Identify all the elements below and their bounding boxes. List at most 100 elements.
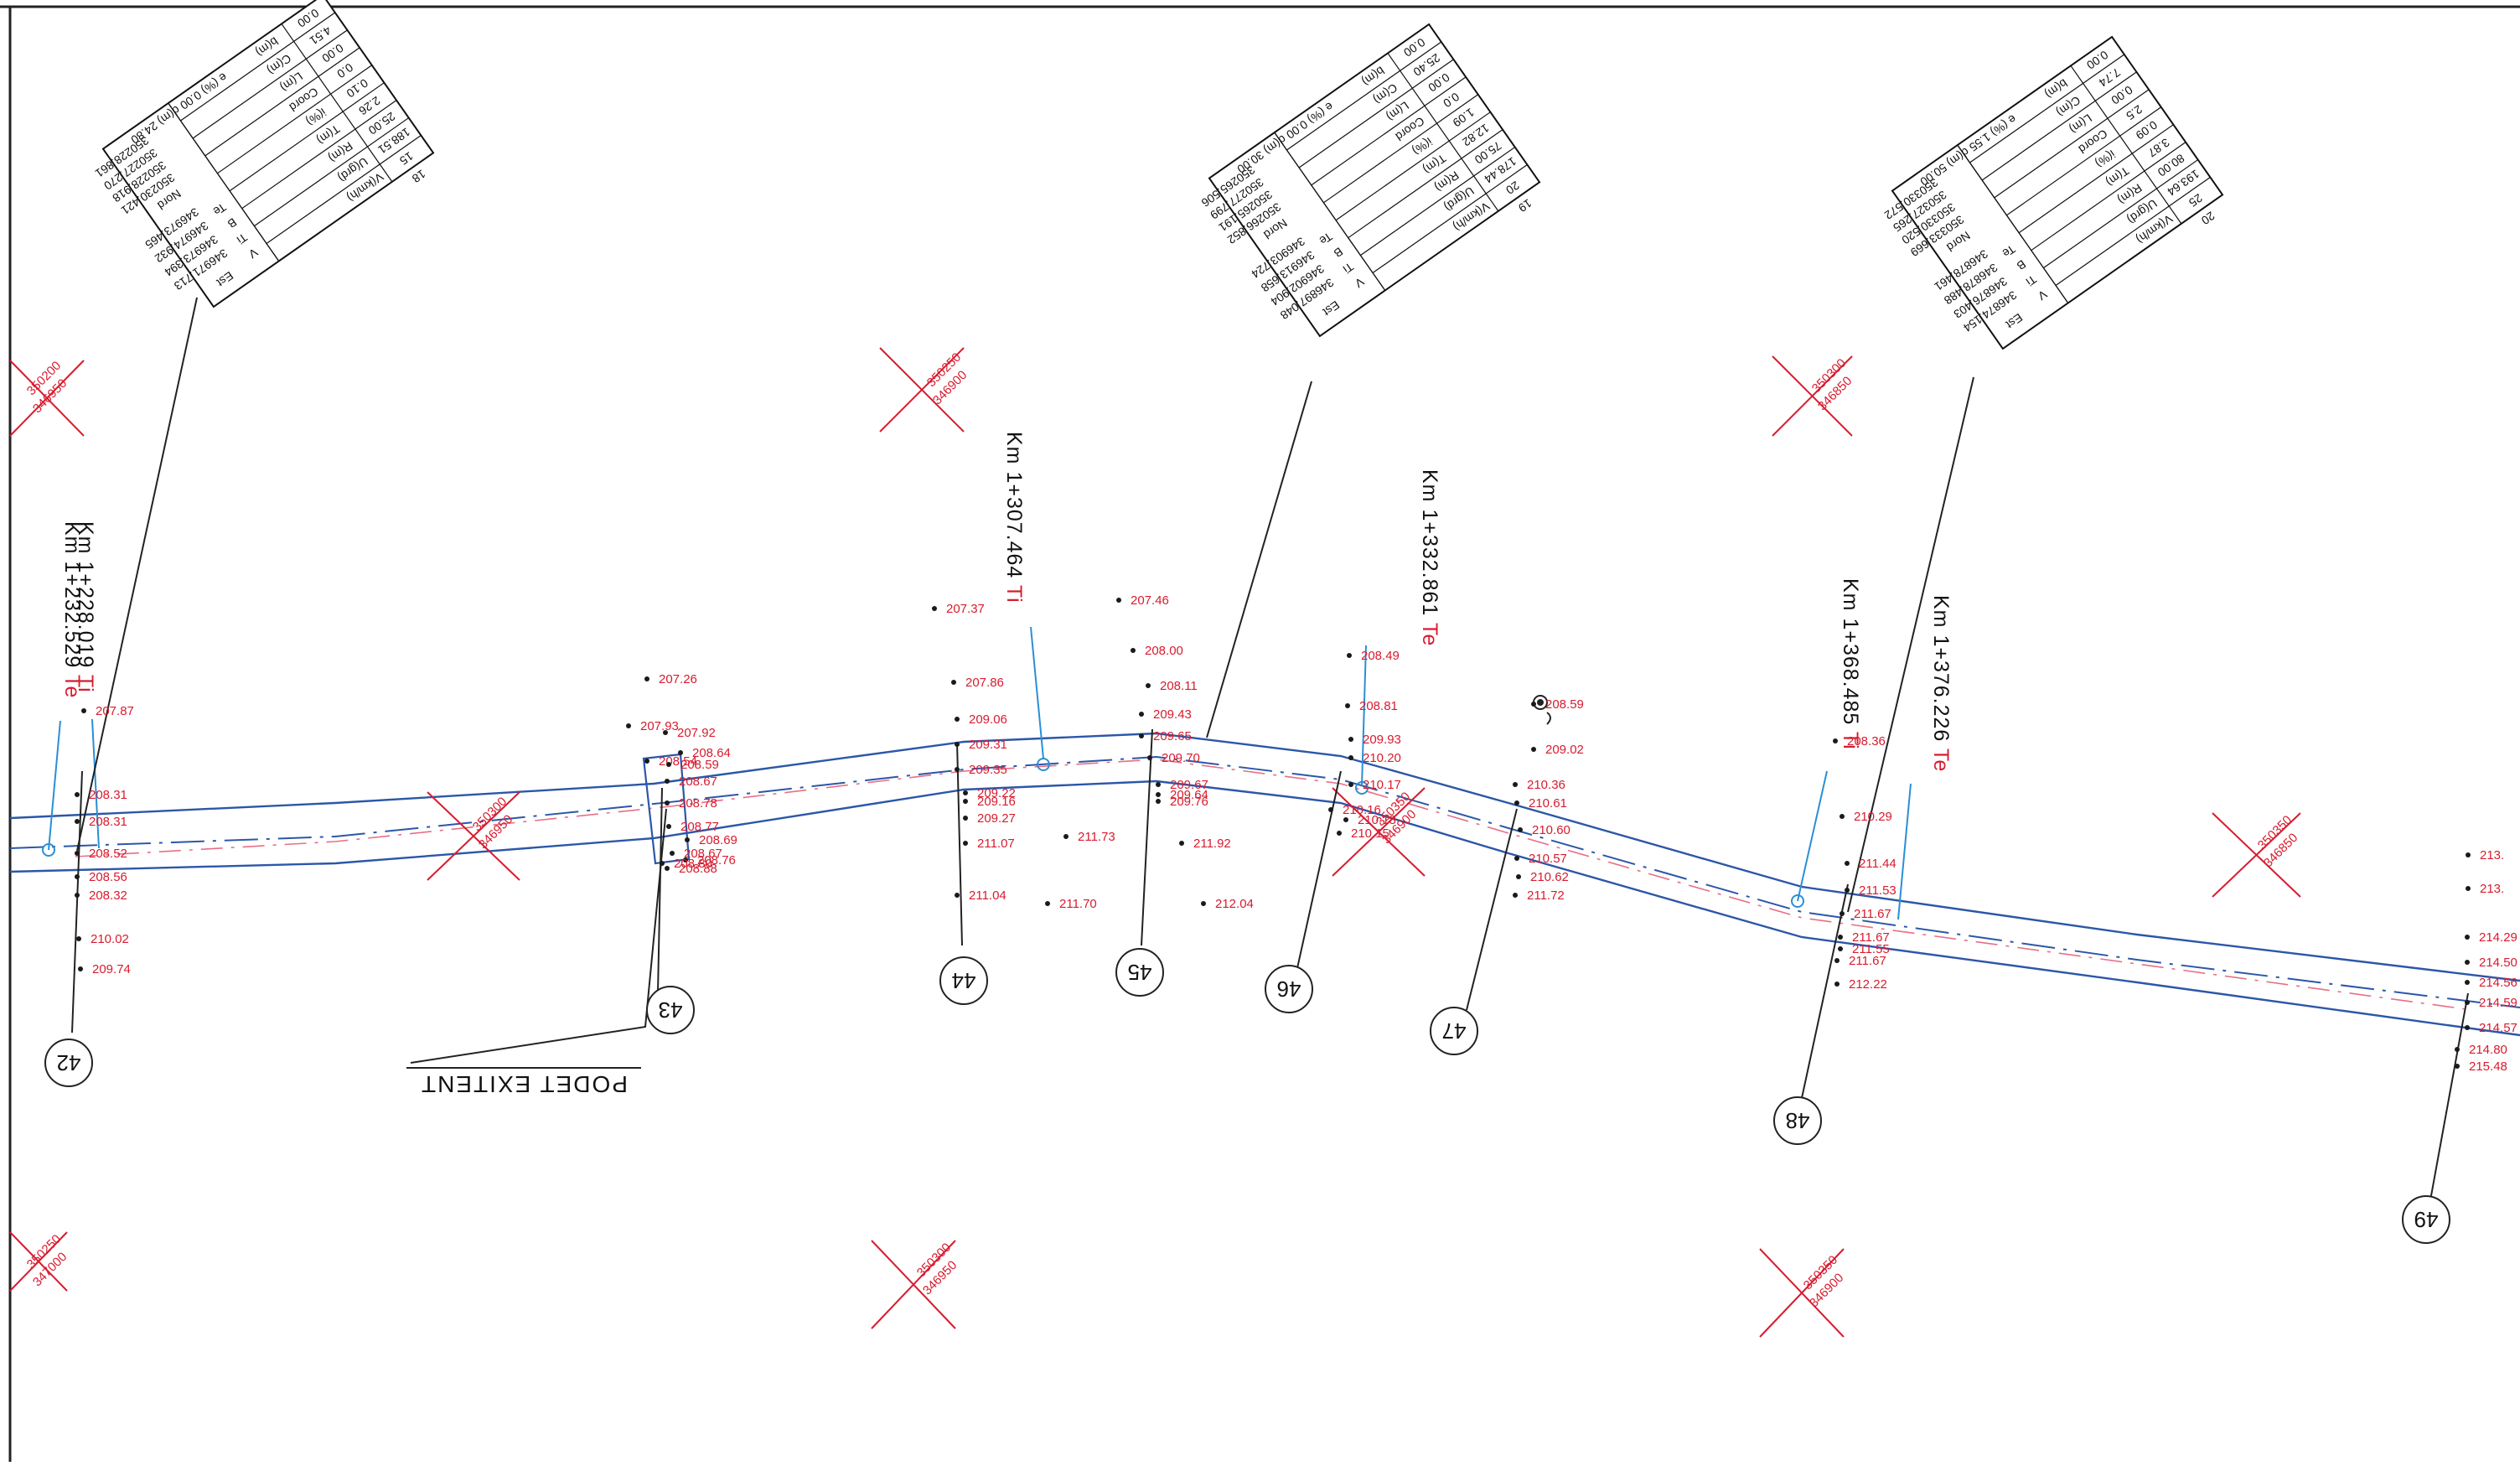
spot-height-point	[75, 893, 80, 898]
spot-height-value: 211.04	[969, 888, 1006, 903]
spot-height-point	[1834, 982, 1840, 987]
spot-height-value: 208.49	[1361, 649, 1400, 663]
spot-height-point	[1347, 653, 1352, 658]
section-48-label: 48	[1786, 1108, 1810, 1133]
spot-height-point	[644, 676, 649, 681]
spot-height-value: 209.64	[1170, 788, 1208, 802]
spot-height-point	[932, 606, 937, 611]
grid-crosses	[9, 347, 2301, 1338]
spot-height-value: 209.27	[977, 811, 1016, 826]
spot-height-point	[1348, 737, 1353, 742]
section-43-circle	[646, 986, 695, 1034]
spot-height-point	[660, 861, 665, 866]
spot-height-point	[1518, 827, 1523, 832]
curve-table-20: 2025V(km/h)193.64U(grd)80.00R(m)3.87T(m)…	[1882, 35, 2224, 350]
table-leaders	[76, 297, 1974, 913]
spot-height-value: 210.36	[1527, 778, 1565, 792]
section-44-circle	[939, 956, 988, 1005]
spot-height-value: 211.72	[1527, 888, 1565, 903]
spot-height-value: 211.67	[1852, 930, 1890, 945]
spot-height-value: 208.11	[1160, 679, 1198, 693]
spot-height-value: 208.81	[1359, 699, 1398, 713]
spot-height-value: 209.76	[1170, 795, 1208, 809]
km-d-label: Km 1+332.861 Te	[1418, 469, 1441, 646]
spot-height-value: 210.18	[1358, 813, 1396, 827]
spot-height-value: 210.17	[1363, 778, 1401, 792]
spot-height-value: 209.67	[1170, 778, 1208, 792]
spot-height-point	[1201, 901, 1206, 906]
spot-height-point	[955, 717, 960, 722]
spot-height-point	[963, 799, 968, 804]
spot-height-point	[2455, 1064, 2460, 1069]
spot-height-point	[1838, 946, 1843, 951]
spot-height-point	[1156, 799, 1161, 804]
spot-height-value: 209.74	[92, 962, 131, 976]
section-markers: 42 43 44 45 46 47 48 49	[44, 948, 2450, 1244]
spot-height-value: 211.73	[1078, 830, 1115, 844]
spot-height-point	[2466, 886, 2471, 891]
spot-height-value: 208.80	[674, 857, 712, 871]
spot-height-value: 210.20	[1363, 751, 1401, 765]
spot-height-value: 212.04	[1215, 897, 1254, 911]
spot-height-point	[75, 792, 80, 797]
spot-height-value: 208.67	[684, 847, 722, 861]
spot-height-value: 208.77	[680, 820, 719, 834]
spot-height-point	[1179, 841, 1184, 846]
spot-height-value: 210.60	[1532, 823, 1570, 837]
spot-height-value: 210.02	[91, 932, 129, 946]
spot-height-value: 211.44	[1859, 857, 1896, 871]
spot-height-point	[1131, 648, 1136, 653]
spot-height-value: 209.02	[1545, 743, 1584, 757]
table-id: 18	[410, 167, 428, 185]
spot-height-value: 210.15	[1351, 826, 1389, 841]
spot-height-value: 211.53	[1859, 883, 1896, 898]
spot-height-point	[1513, 782, 1518, 787]
road-axis	[9, 755, 2520, 1008]
spot-height-value: 211.55	[1852, 942, 1890, 956]
spot-height-point	[1834, 958, 1840, 963]
spot-height-value: 209.31	[969, 738, 1007, 752]
spot-height-point	[2466, 852, 2471, 857]
spot-height-point	[2465, 960, 2470, 965]
spot-height-value: 214.59	[2479, 996, 2517, 1010]
spot-height-point	[1845, 888, 1850, 893]
spot-height-value: 208.31	[89, 788, 127, 802]
spot-height-point	[1146, 683, 1151, 688]
spot-height-point	[1845, 861, 1850, 866]
spot-height-value: 208.67	[679, 774, 717, 789]
spot-height-point	[1156, 782, 1161, 787]
spot-height-value: 208.76	[697, 853, 736, 868]
table-id: 19	[1516, 196, 1534, 215]
spot-height-point	[663, 730, 668, 735]
culvert-leader	[410, 808, 667, 1064]
spot-height-point	[683, 857, 688, 863]
spot-height-value: 214.80	[2469, 1043, 2507, 1057]
table-frame	[1208, 23, 1541, 338]
spot-height-value: 207.37	[946, 602, 985, 616]
spot-height-point	[2455, 1047, 2460, 1052]
spot-height-point	[1147, 755, 1152, 760]
spot-height-value: 208.59	[1545, 697, 1584, 712]
spot-height-value: 210.16	[1343, 803, 1381, 817]
spot-height-point	[1345, 703, 1350, 708]
spot-height-value: 208.78	[679, 796, 717, 811]
spot-height-value: 207.93	[640, 719, 679, 733]
spot-height-point	[1514, 800, 1519, 806]
spot-height-point	[644, 759, 649, 764]
spot-height-value: 211.67	[1849, 954, 1886, 968]
spot-height-value: 207.26	[659, 672, 697, 686]
curve-table-18: 1815V(km/h)188.51U(grd)25.00R(m)2.26T(m)…	[93, 0, 435, 308]
spot-height-point	[666, 762, 671, 767]
spot-height-point	[81, 708, 86, 713]
spot-height-point	[75, 819, 80, 824]
spot-height-value: 209.22	[977, 786, 1016, 800]
spot-height-point	[1348, 755, 1353, 760]
spot-height-value: 215.48	[2469, 1059, 2507, 1074]
section-47-circle	[1430, 1007, 1478, 1055]
